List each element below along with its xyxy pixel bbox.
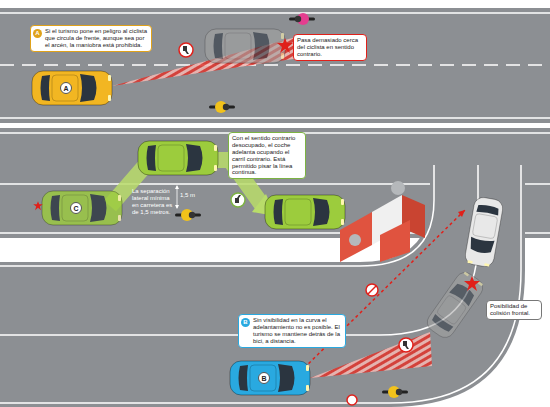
node-text: Posibilidad de colisión frontal.: [490, 303, 538, 317]
callout-letter: B: [241, 318, 250, 327]
car: [138, 141, 218, 175]
cyclist: [175, 209, 201, 221]
no-visibility-icon: [366, 284, 378, 296]
node-text: C: [73, 205, 78, 212]
star: [33, 201, 43, 210]
car-badge: B: [258, 372, 270, 384]
dimension-arrow: [175, 205, 179, 209]
callout-box: Con el sentido contrario desocupado, el …: [228, 132, 306, 179]
curved-road: [0, 165, 525, 407]
road-edge-line: [0, 165, 434, 266]
sight-arrow: [458, 210, 465, 217]
node-text: B: [261, 375, 266, 382]
no-visibility-icon: [368, 286, 376, 294]
thumbs-down-icon: [399, 338, 413, 352]
node-text: B: [243, 319, 247, 326]
car: [265, 195, 345, 229]
house: [340, 212, 372, 262]
car: [230, 361, 310, 395]
callout-box: Pasa demasiado cerca del ciclista en sen…: [293, 34, 367, 61]
note-text: La separación lateral mínima en carreter…: [132, 188, 175, 216]
car: [32, 71, 112, 105]
thumbs-up-icon: [235, 195, 241, 203]
callout-letter: A: [33, 29, 42, 38]
thumbs-down-icon: [403, 341, 409, 349]
node-text: A: [63, 85, 68, 92]
callout-box: Posibilidad de colisión frontal.: [486, 300, 542, 320]
cyclist: [382, 386, 408, 398]
node-text: A: [35, 30, 39, 37]
callout-box: Si el turismo pone en peligro al ciclist…: [30, 25, 152, 52]
dimension-line: [177, 186, 178, 208]
node-text: Sin visibilidad en la curva el adelantam…: [253, 317, 342, 345]
road-edge-line: [0, 117, 550, 119]
road: [0, 8, 550, 123]
car-badge: C: [70, 202, 82, 214]
lane-line: [0, 64, 550, 66]
collision-star: [277, 38, 293, 53]
tree: [349, 234, 361, 246]
continuous-line: [0, 165, 478, 335]
ghost-car: [424, 269, 487, 341]
node-text: Con el sentido contrario desocupado, el …: [232, 135, 302, 176]
car: [42, 191, 122, 225]
sight-line: [300, 210, 465, 372]
collision-star: [464, 276, 480, 291]
callout-box: Sin visibilidad en la curva el adelantam…: [238, 314, 346, 348]
road-edge-line: [0, 165, 521, 403]
ghost-car: [205, 29, 285, 63]
road-edge-line: [0, 12, 550, 14]
road-sign: [347, 395, 357, 405]
car-badge: A: [60, 82, 72, 94]
dimension-label: 1,5 m: [180, 192, 202, 199]
thumbs-down-icon: [183, 46, 189, 54]
thumbs-down-icon: [179, 43, 193, 57]
oncoming-car: [464, 196, 504, 268]
cyclist: [209, 101, 235, 113]
dimension-arrow: [175, 185, 179, 189]
cyclist: [289, 13, 315, 25]
house: [380, 220, 410, 262]
node-text: Pasa demasiado cerca del ciclista en sen…: [297, 37, 363, 58]
thumbs-up-icon: [231, 193, 245, 207]
node-text: Si el turismo pone en peligro al ciclist…: [45, 28, 148, 49]
tree: [391, 181, 405, 195]
